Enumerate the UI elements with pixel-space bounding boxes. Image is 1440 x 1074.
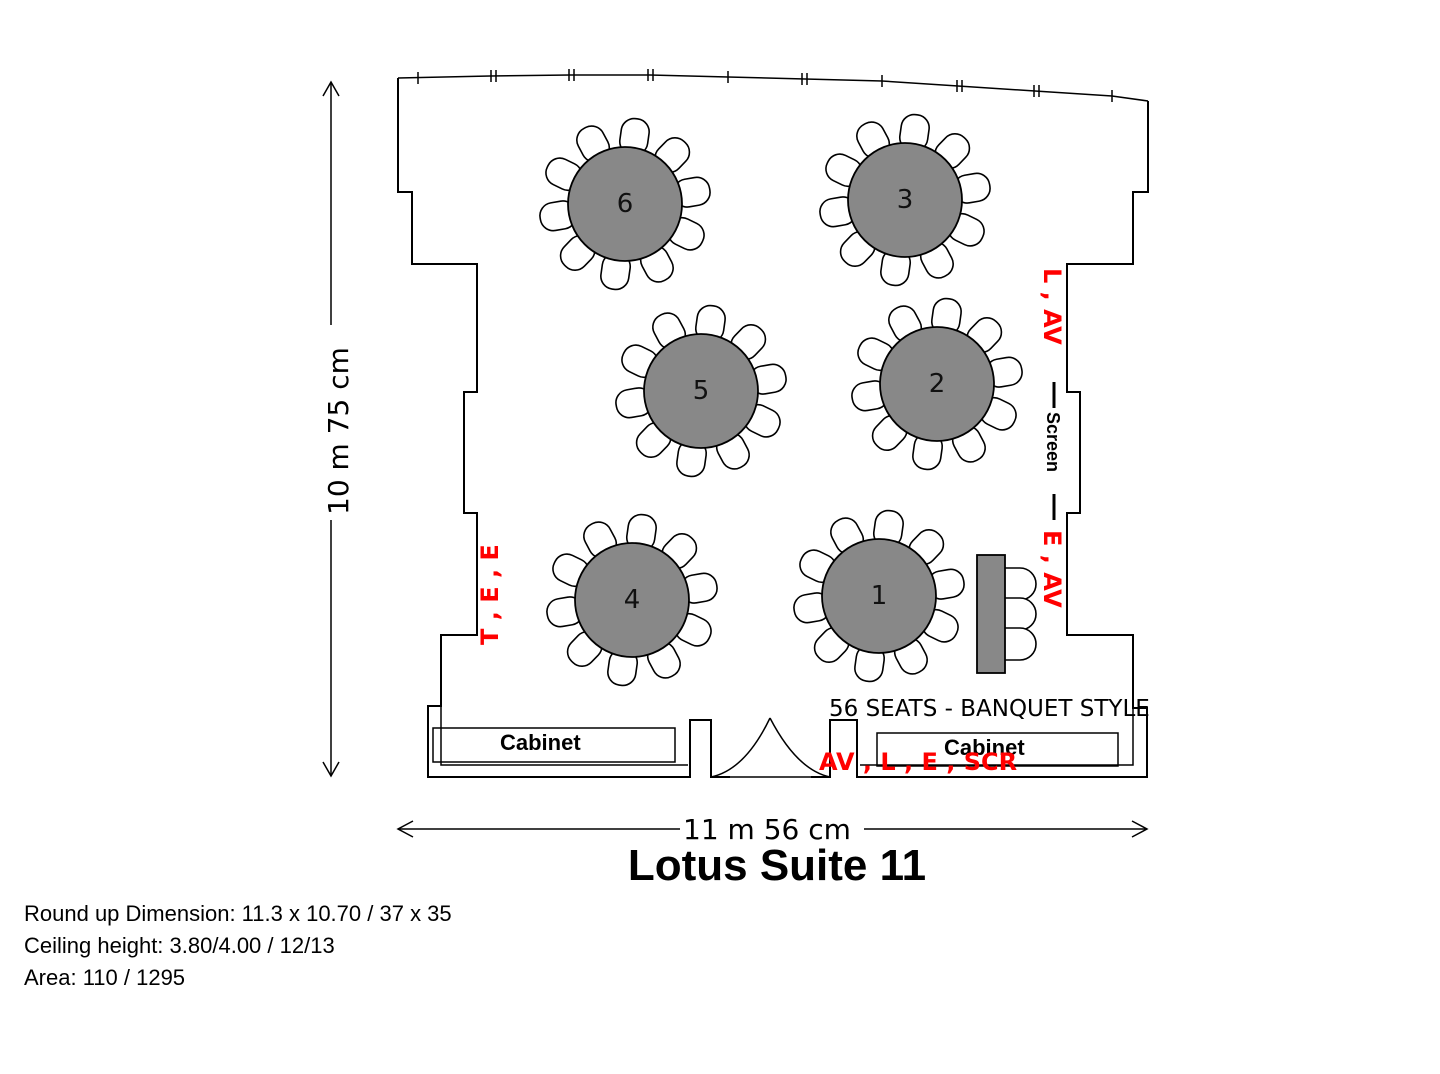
seating-label: 56 SEATS - BANQUET STYLE <box>829 696 1150 722</box>
table-6: 6 <box>539 117 711 291</box>
table-number: 4 <box>624 585 641 615</box>
cabinet-right <box>876 732 1119 767</box>
table-top <box>567 146 683 262</box>
area-text: Area: 110 / 1295 <box>24 965 186 990</box>
inner-wall-right <box>860 708 1134 766</box>
inner-wall-left <box>440 706 688 766</box>
width-dimension: 11 m 56 cm <box>396 813 1149 846</box>
table-1: 1 <box>793 509 965 683</box>
room-wall-left <box>397 78 730 778</box>
cabinet-left <box>432 727 676 763</box>
table-number: 3 <box>897 185 914 215</box>
window-wall <box>397 74 1149 102</box>
outlet-label-right-lower: E , AV <box>1038 530 1066 608</box>
outlet-label-right-upper: L , AV <box>1038 268 1066 345</box>
head-table <box>976 554 1037 674</box>
room-wall <box>811 101 1149 778</box>
table-number: 2 <box>929 369 946 399</box>
room-info: Round up Dimension: 11.3 x 10.70 / 37 x … <box>24 898 452 994</box>
table-number: 6 <box>617 189 634 219</box>
double-door <box>710 717 831 778</box>
window-mullions <box>417 69 1113 102</box>
height-dimension: 10 m 75 cm <box>322 80 355 778</box>
table-top <box>821 538 937 654</box>
ceiling-text: Ceiling height: 3.80/4.00 / 12/13 <box>24 933 335 958</box>
dimension-text: Round up Dimension: 11.3 x 10.70 / 37 x … <box>24 901 452 926</box>
table-2: 2 <box>851 297 1023 471</box>
table-top <box>643 333 759 449</box>
screen-label: Screen <box>1043 412 1063 472</box>
cabinet-left-label: Cabinet <box>500 730 581 755</box>
table-number: 1 <box>871 581 888 611</box>
chair <box>999 627 1037 661</box>
outlet-label-left: T , E , E <box>476 544 504 645</box>
height-label: 10 m 75 cm <box>322 347 355 515</box>
table-4: 4 <box>546 513 718 687</box>
table-number: 5 <box>693 376 710 406</box>
outlet-label-bottom: AV , L , E , SCR <box>819 748 1017 776</box>
width-label: 11 m 56 cm <box>683 813 851 846</box>
table-3: 3 <box>819 113 991 287</box>
table-top <box>879 326 995 442</box>
cabinet-right-label: Cabinet <box>944 735 1025 760</box>
table-top <box>847 142 963 258</box>
room-title: Lotus Suite 11 <box>628 841 926 890</box>
banquet-tables: 1 2 3 4 5 6 <box>539 113 1023 687</box>
table-5: 5 <box>615 304 787 478</box>
table-top <box>574 542 690 658</box>
screen: Screen <box>1043 382 1063 520</box>
